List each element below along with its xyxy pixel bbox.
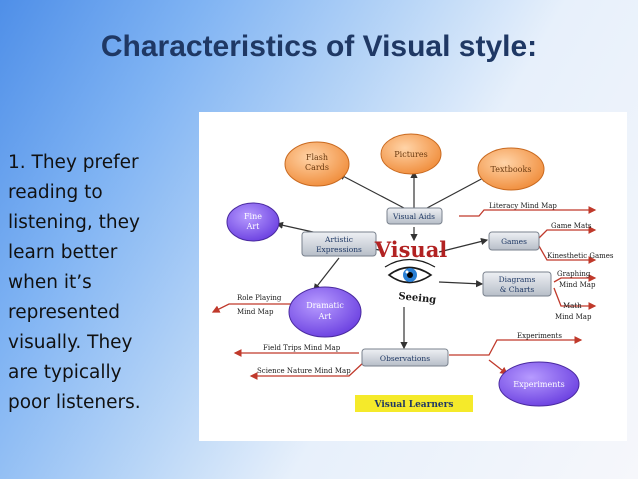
slide-title: Characteristics of Visual style: xyxy=(100,30,538,63)
connector-textbooks xyxy=(426,175,489,209)
arrow-label-literacy: Literacy Mind Map xyxy=(489,202,557,210)
visual-learners-diagram: Flash Cards Pictures Textbooks Fine Art … xyxy=(199,112,627,441)
arrow-game-mats xyxy=(538,226,597,239)
arrow-label-graphing: Graphing xyxy=(557,270,591,278)
arrow-math xyxy=(553,287,597,310)
arrow-label-field-trips: Field Trips Mind Map xyxy=(263,344,341,352)
arrow-role-playing xyxy=(211,303,299,313)
cloud-label: Pictures xyxy=(394,150,427,159)
connector-flash-cards xyxy=(337,173,405,209)
center-word-visual: Visual xyxy=(374,237,448,262)
body-line: are typically xyxy=(8,362,122,383)
box-visual-aids: Visual Aids xyxy=(386,207,443,225)
box-label: Visual Aids xyxy=(392,212,435,221)
eye-icon xyxy=(384,258,436,284)
red-arrows xyxy=(211,206,597,380)
arrow-label-game-mats: Game Mats xyxy=(551,222,592,230)
box-label: Artistic xyxy=(324,235,353,244)
footer-label: Visual Learners xyxy=(374,400,454,410)
arrow-label-role-playing-mindmap: Mind Map xyxy=(237,308,274,316)
arrow-label-math: Math xyxy=(563,302,582,310)
cloud-flash-cards: Flash Cards xyxy=(284,141,350,187)
slide-body: 1. They prefer reading to listening, the… xyxy=(8,148,198,418)
box-artistic-expressions: Artistic Expressions xyxy=(301,231,377,257)
box-games: Games xyxy=(488,231,540,251)
connector-diagrams xyxy=(438,280,484,288)
arrow-label-graphing-mindmap: Mind Map xyxy=(559,281,596,289)
cloud-label: Experiments xyxy=(513,380,564,389)
cloud-pictures: Pictures xyxy=(380,133,442,175)
cloud-label: Textbooks xyxy=(491,165,532,174)
arrow-labels: Literacy Mind Map Game Mats Kinesthetic … xyxy=(237,202,614,375)
body-line: learn better xyxy=(8,242,118,263)
arrow-graphing xyxy=(553,274,597,283)
cloud-label: Dramatic xyxy=(306,301,344,310)
body-line: reading to xyxy=(8,182,103,203)
diagram-svg: Flash Cards Pictures Textbooks Fine Art … xyxy=(211,133,614,412)
arrow-kinesthetic xyxy=(538,245,597,264)
box-observations: Observations xyxy=(361,348,449,367)
box-label: Expressions xyxy=(316,245,362,254)
body-line: when it’s xyxy=(8,272,92,293)
arrow-label-role-playing: Role Playing xyxy=(237,294,282,302)
box-label: Observations xyxy=(380,354,430,363)
arrow-label-experiments: Experiments xyxy=(517,332,562,340)
body-line: 1. They prefer xyxy=(8,152,139,173)
cloud-label: Fine xyxy=(244,212,262,221)
arrow-label-kinesthetic: Kinesthetic Games xyxy=(547,252,614,260)
cloud-fine-art: Fine Art xyxy=(226,202,280,242)
box-label: Games xyxy=(501,237,527,246)
arrow-to-experiments-cloud xyxy=(488,359,509,375)
connector-games xyxy=(438,237,489,253)
eye-label-seeing: Seeing xyxy=(398,291,437,306)
body-line: represented xyxy=(8,302,121,323)
cloud-textbooks: Textbooks xyxy=(477,147,545,191)
connector-dramatic-art xyxy=(313,257,340,291)
arrow-science-nature xyxy=(249,361,365,380)
footer-visual-learners: Visual Learners xyxy=(355,395,473,412)
arrow-literacy xyxy=(459,206,597,217)
box-diagrams-charts: Diagrams & Charts xyxy=(482,271,552,297)
cloud-dramatic-art: Dramatic Art xyxy=(288,286,362,338)
box-label: & Charts xyxy=(500,285,535,294)
body-line: visually. They xyxy=(8,332,133,353)
cloud-label: Art xyxy=(318,312,333,321)
arrow-label-science-nature: Science Nature Mind Map xyxy=(257,367,351,375)
arrow-experiments xyxy=(449,336,583,356)
cloud-label: Cards xyxy=(305,163,329,172)
cloud-label: Art xyxy=(246,222,261,231)
body-line: poor listeners. xyxy=(8,392,141,413)
arrow-label-math-mindmap: Mind Map xyxy=(555,313,592,321)
cloud-label: Flash xyxy=(306,153,328,162)
cloud-experiments: Experiments xyxy=(498,361,580,407)
box-label: Diagrams xyxy=(499,275,536,284)
body-line: listening, they xyxy=(8,212,140,233)
